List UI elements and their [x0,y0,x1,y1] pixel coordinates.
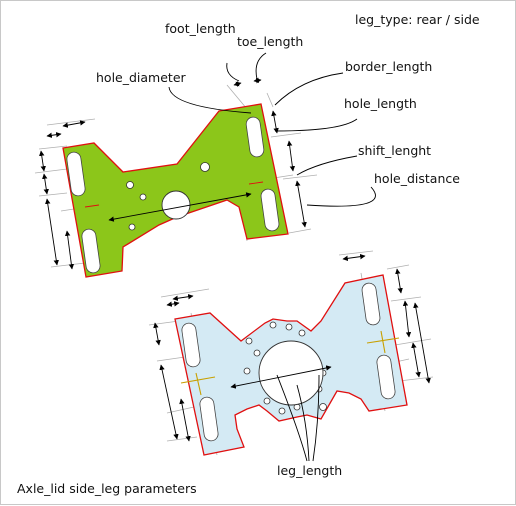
foot-length-label: foot_length [165,21,236,36]
top-small-hole [200,162,210,172]
bottom-center-hole [258,340,324,406]
leg-length-leaders [276,374,320,462]
top-slots [66,116,280,274]
rear-leg-plate [62,103,289,278]
top-center-hole [161,190,191,220]
top-leader-lines [168,52,376,207]
rear-leg-part [34,52,376,278]
bottom-yellow-marks [180,330,400,396]
bottom-dimension-arrows [153,253,431,442]
shift-length-label: shift_lenght [358,143,431,158]
top-small-hole [139,193,147,201]
top-small-hole [128,223,136,231]
border-length-label: border_length [345,59,432,74]
hole-distance-label: hole_distance [374,171,460,186]
bottom-slots [181,282,396,442]
toe-length-label: toe_length [237,34,303,49]
top-red-marks [84,181,264,208]
leg-type-label: leg_type: rear / side [355,12,480,27]
hole-diameter-label: hole_diameter [96,70,187,85]
hole-length-label: hole_length [344,96,417,111]
side-leg-part [148,250,434,462]
top-small-hole [126,181,134,189]
top-dimension-arrows [39,77,307,270]
leg-length-label: leg_length [277,463,342,478]
caption: Axle_lid side_leg parameters [17,481,197,496]
